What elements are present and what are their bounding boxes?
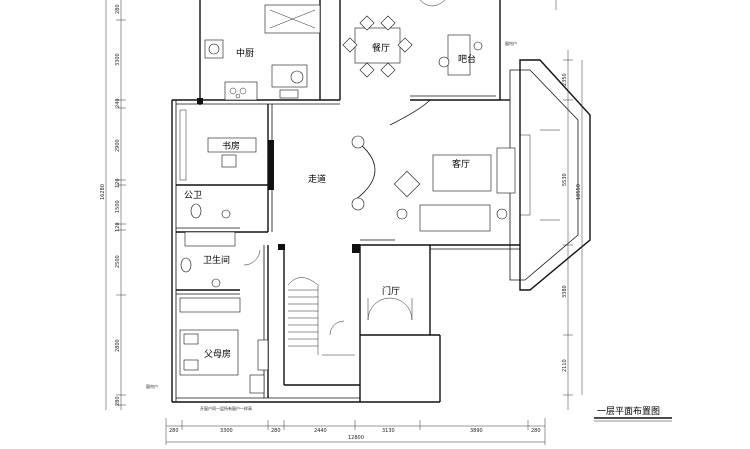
dim-right-1: 2350 [562, 73, 568, 86]
parents-bed [179, 329, 269, 394]
room-guest-bath-label: 公卫 [184, 190, 202, 201]
foyer-doors [243, 249, 413, 336]
dim-left-8: 2500 [115, 255, 121, 268]
room-bathroom-label: 卫生间 [203, 254, 230, 266]
dim-left-5: 120 [115, 178, 121, 188]
dim-left-4: 2900 [115, 139, 121, 152]
dim-left-9: 2800 [115, 339, 121, 352]
staircase [287, 277, 355, 356]
dim-bottom-7: 280 [531, 428, 541, 434]
dim-bottom-4: 2440 [314, 428, 327, 434]
room-bar-label: 吧台 [458, 53, 476, 65]
room-living-label: 客厅 [452, 158, 470, 170]
dim-left-10: 280 [115, 396, 121, 406]
bar-area [419, 0, 483, 76]
dim-bottom-6: 3890 [470, 428, 483, 434]
dim-left-total: 16280 [100, 184, 106, 200]
note-curtain-2: 窗帘户 [505, 40, 517, 46]
dim-bottom-1: 280 [169, 428, 179, 434]
room-parents-label: 父母房 [204, 348, 231, 360]
dim-bottom-5: 3130 [382, 428, 395, 434]
dining-table [342, 15, 413, 78]
study-furniture [179, 109, 257, 181]
dim-bottom-total: 12800 [348, 435, 364, 441]
dim-right-3: 10550 [576, 184, 582, 200]
dim-left-7: 120 [115, 222, 121, 232]
living-room-bay [430, 59, 591, 291]
bottom-dimensions [165, 418, 546, 445]
room-dining-label: 餐厅 [372, 42, 390, 54]
dim-right-2: 5530 [562, 173, 568, 186]
dim-left-6: 1500 [115, 200, 121, 213]
kitchen-fixtures [204, 4, 321, 101]
dim-right-5: 2110 [562, 359, 568, 372]
dim-left-2: 3300 [115, 53, 121, 66]
note-window: 开窗户同一层所有窗户一样高 [200, 405, 252, 411]
bathroom-fixtures [179, 203, 241, 313]
right-dimensions [555, 0, 583, 410]
dim-right-4: 3380 [562, 285, 568, 298]
internal-walls [176, 99, 441, 403]
room-study-label: 书房 [222, 140, 240, 152]
note-curtain-1: 窗帘户 [146, 383, 158, 389]
room-foyer-label: 门厅 [382, 285, 400, 297]
room-corridor-label: 走道 [308, 173, 326, 185]
dim-bottom-2: 3300 [220, 428, 233, 434]
dim-left-3: 240 [115, 98, 121, 108]
room-kitchen-label: 中厨 [236, 47, 254, 59]
drawing-title: 一层平面布置图 [597, 405, 660, 417]
living-furniture [351, 134, 531, 232]
dim-bottom-3: 280 [271, 428, 281, 434]
left-dimensions [105, 0, 126, 410]
dim-left-1: 280 [115, 4, 121, 14]
